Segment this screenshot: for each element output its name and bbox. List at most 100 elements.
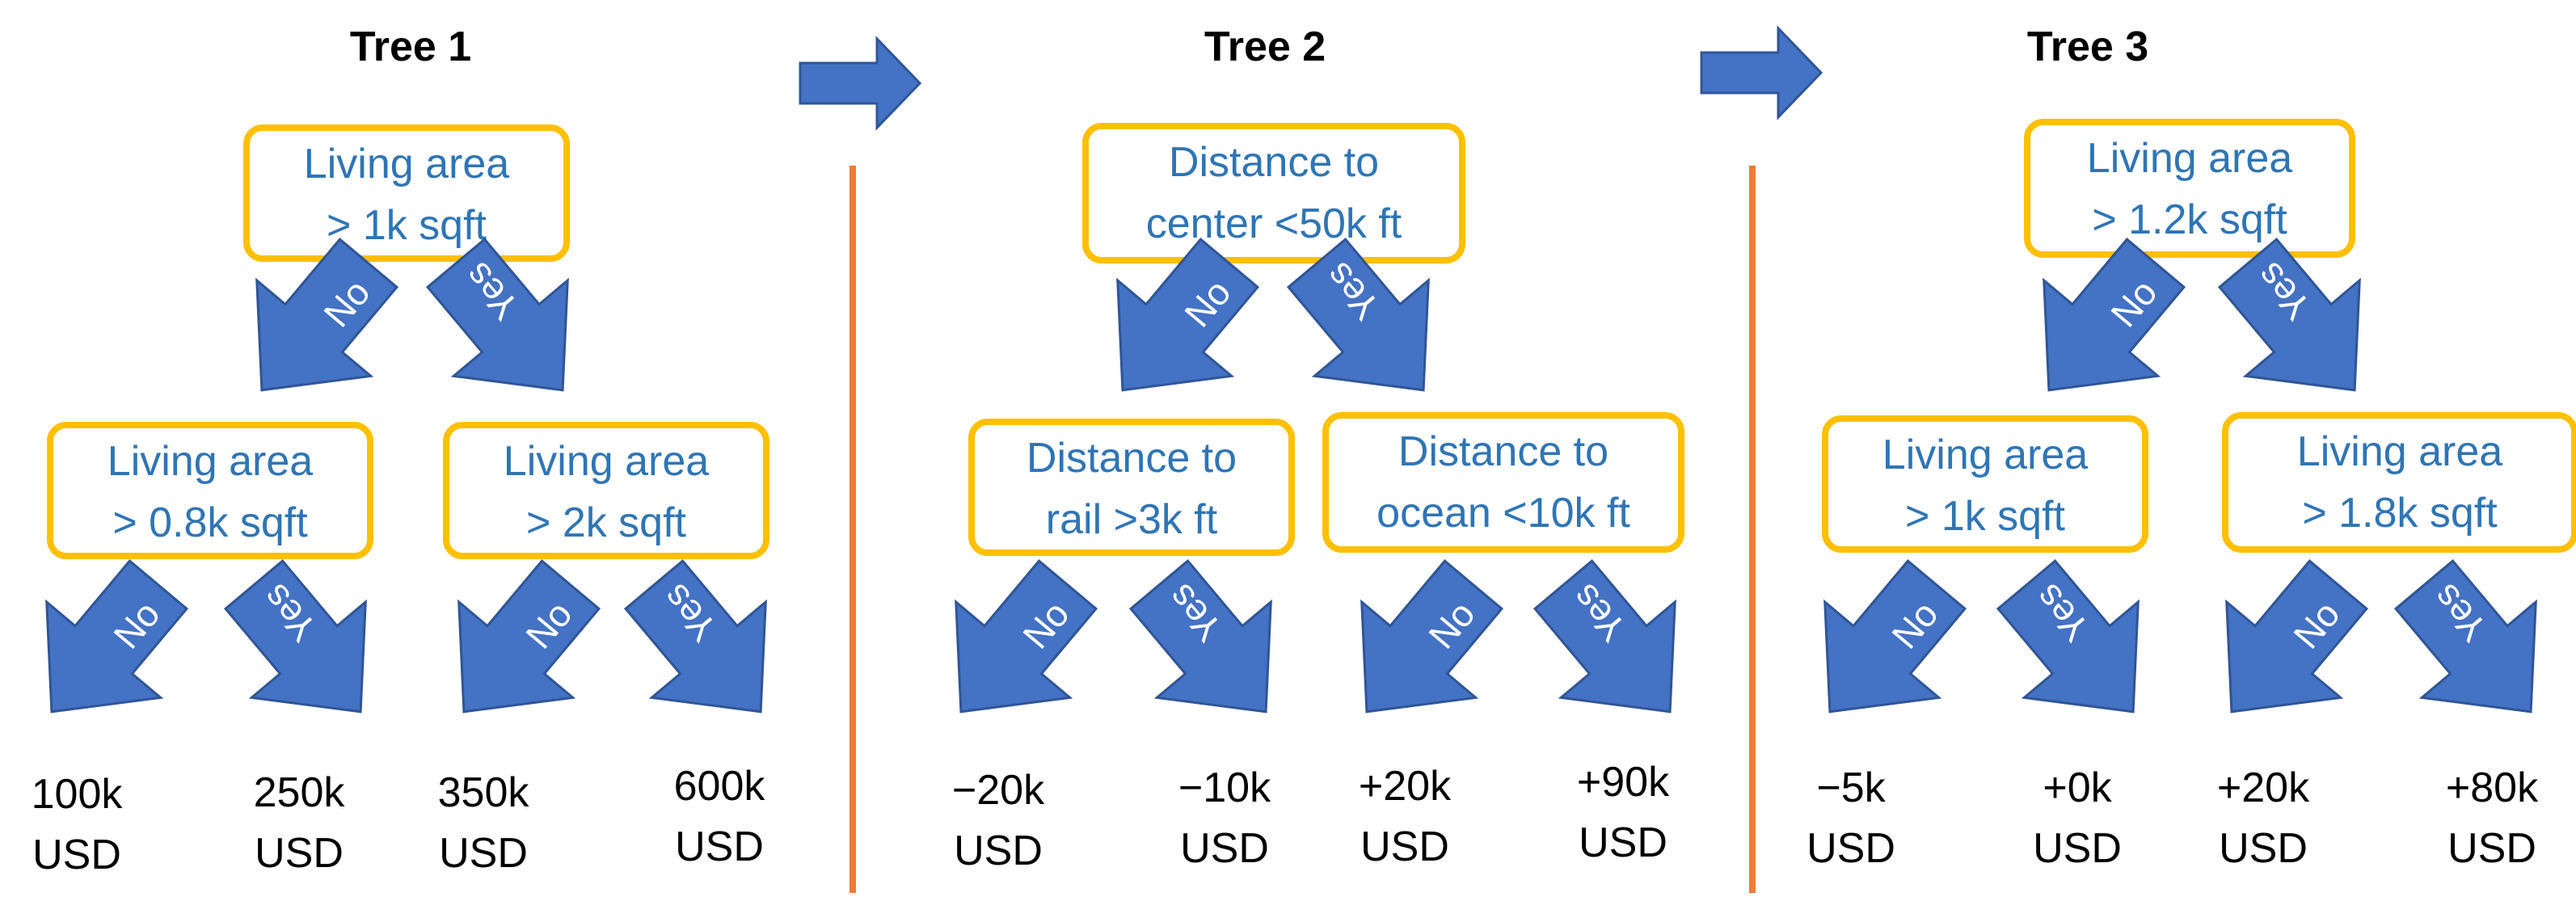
node-label-line-2: ocean <10k ft	[1377, 490, 1630, 537]
down-arrow-icon	[425, 238, 569, 392]
node-label-line-1: Living area	[108, 438, 313, 485]
leaf-unit: USD	[1360, 823, 1449, 870]
down-arrow-icon	[255, 238, 399, 392]
down-arrow-icon	[955, 559, 1098, 714]
down-arrow-icon	[457, 559, 601, 714]
leaf-arrow-yes: Yes	[623, 559, 767, 714]
tree-title: Tree 1	[350, 23, 471, 70]
leaf-unit: USD	[255, 830, 344, 877]
node-label-line-1: Living area	[2297, 428, 2502, 475]
leaf-arrow-yes: Yes	[1996, 559, 2140, 714]
leaf-unit: USD	[1579, 819, 1667, 866]
leaf-amount: 100k	[32, 771, 124, 818]
node-label-line-2: > 1.2k sqft	[2092, 196, 2287, 243]
node-border	[2024, 119, 2355, 258]
leaf-arrow-no: No	[457, 559, 601, 714]
down-arrow-icon	[2043, 238, 2186, 392]
leaf-amount: +20k	[2217, 764, 2310, 811]
leaf-unit: USD	[1180, 825, 1269, 872]
branch-arrow-no: No	[255, 238, 399, 392]
right-node: Distance to ocean <10k ft	[1322, 412, 1684, 553]
leaf-unit: USD	[2219, 825, 2308, 872]
node-border	[443, 422, 769, 559]
down-arrow-icon	[45, 559, 189, 714]
leaf-arrow-yes: Yes	[1128, 559, 1272, 714]
down-arrow-icon	[1116, 238, 1260, 392]
node-border	[243, 124, 570, 262]
leaf-arrow-no: No	[1360, 559, 1504, 714]
leaf-arrow-no: No	[955, 559, 1098, 714]
node-border	[47, 422, 373, 559]
left-node: Living area > 1k sqft	[1822, 415, 2148, 553]
leaf-amount: −5k	[1816, 764, 1886, 811]
tree-title: Tree 3	[2027, 23, 2148, 70]
leaf-amount: +0k	[2043, 764, 2112, 811]
leaf-unit: USD	[675, 823, 764, 870]
down-arrow-icon	[1533, 559, 1676, 714]
node-label-line-1: Living area	[1882, 432, 2088, 478]
node-label-line-1: Distance to	[1027, 435, 1237, 482]
node-label-line-2: > 0.8k sqft	[112, 499, 308, 546]
node-label-line-1: Distance to	[1169, 139, 1379, 186]
leaf-arrow-yes: Yes	[2393, 559, 2537, 714]
leaf-unit: USD	[954, 827, 1043, 874]
node-border	[2222, 412, 2576, 553]
node-label-line-2: > 1k sqft	[327, 202, 487, 249]
leaf-amount: −10k	[1178, 764, 1271, 811]
root-node: Distance to center <50k ft	[1082, 123, 1465, 263]
right-node: Living area > 1.8k sqft	[2222, 412, 2576, 553]
leaf-amount: +20k	[1359, 763, 1452, 810]
leaf-unit: USD	[439, 830, 528, 877]
node-label-line-2: > 1.8k sqft	[2302, 490, 2498, 537]
right-arrow-icon	[1700, 25, 1823, 120]
right-node: Living area > 2k sqft	[443, 422, 769, 559]
down-arrow-icon	[2225, 559, 2369, 714]
leaf-arrow-no: No	[1823, 559, 1967, 714]
leaf-amount: +80k	[2446, 764, 2539, 811]
root-node: Living area > 1k sqft	[243, 124, 570, 262]
node-label-line-2: > 2k sqft	[526, 499, 687, 546]
node-label-line-2: center <50k ft	[1146, 200, 1402, 247]
leaf-arrow-yes: Yes	[223, 559, 367, 714]
leaf-amount: +90k	[1577, 759, 1670, 806]
leaf-amount: 600k	[674, 763, 766, 810]
down-arrow-icon	[1996, 559, 2140, 714]
down-arrow-icon	[1823, 559, 1967, 714]
down-arrow-icon	[1286, 238, 1430, 392]
node-label-line-1: Living area	[2087, 135, 2292, 182]
leaf-amount: 350k	[438, 769, 530, 816]
leaf-arrow-no: No	[45, 559, 189, 714]
node-label-line-2: rail >3k ft	[1046, 496, 1218, 543]
leaf-amount: 250k	[254, 769, 346, 816]
node-border	[1322, 412, 1684, 553]
leaf-unit: USD	[1807, 825, 1895, 872]
leaf-arrow-yes: Yes	[1533, 559, 1676, 714]
node-border	[1822, 415, 2148, 553]
node-label-line-2: > 1k sqft	[1905, 493, 2066, 540]
down-arrow-icon	[1360, 559, 1504, 714]
node-border	[968, 419, 1295, 556]
node-label-line-1: Living area	[504, 438, 709, 485]
leaf-arrow-no: No	[2225, 559, 2369, 714]
node-border	[1082, 123, 1465, 263]
node-label-line-1: Distance to	[1398, 428, 1608, 475]
node-label-line-1: Living area	[304, 141, 509, 187]
down-arrow-icon	[623, 559, 767, 714]
left-node: Distance to rail >3k ft	[968, 419, 1295, 556]
leaf-unit: USD	[2033, 825, 2122, 872]
